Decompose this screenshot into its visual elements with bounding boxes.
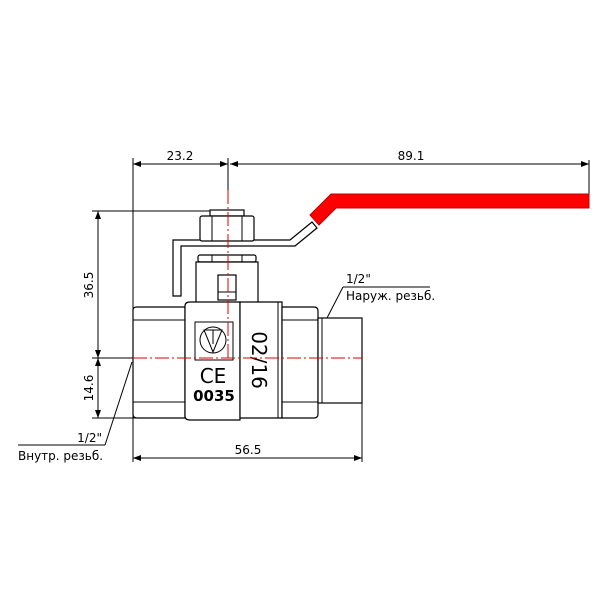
external-thread-size: 1/2" xyxy=(346,272,371,286)
ce-mark: CE xyxy=(200,364,227,388)
dimension-body-length: 56.5 xyxy=(133,443,362,461)
internal-thread-callout: 1/2" Внутр. резьб. xyxy=(18,361,133,463)
external-thread-label: Наруж. резьб. xyxy=(346,289,435,303)
internal-thread-size: 1/2" xyxy=(77,431,102,445)
dimension-height-below: 14.6 xyxy=(82,358,101,418)
date-code: 02/16 xyxy=(247,331,271,389)
dimension-stem-offset: 23.2 xyxy=(133,149,228,167)
dim-height-below-label: 14.6 xyxy=(82,375,96,402)
centerlines xyxy=(133,190,362,360)
dim-body-length-label: 56.5 xyxy=(235,443,262,457)
notified-body-number: 0035 xyxy=(193,387,235,405)
dimension-handle-length: 89.1 xyxy=(230,149,589,167)
valve-body xyxy=(132,301,363,421)
internal-thread-label: Внутр. резьб. xyxy=(18,449,103,463)
stem-washer xyxy=(197,254,257,263)
handle-grip-red xyxy=(309,193,590,226)
dim-stem-offset-label: 23.2 xyxy=(167,149,194,163)
manufacturer-logo xyxy=(194,321,234,361)
dim-height-above-label: 36.5 xyxy=(82,272,96,299)
stem-nut xyxy=(199,209,255,242)
dim-handle-length-label: 89.1 xyxy=(398,149,425,163)
dimension-height-above: 36.5 xyxy=(82,211,101,358)
external-thread-callout: 1/2" Наруж. резьб. xyxy=(326,272,435,319)
